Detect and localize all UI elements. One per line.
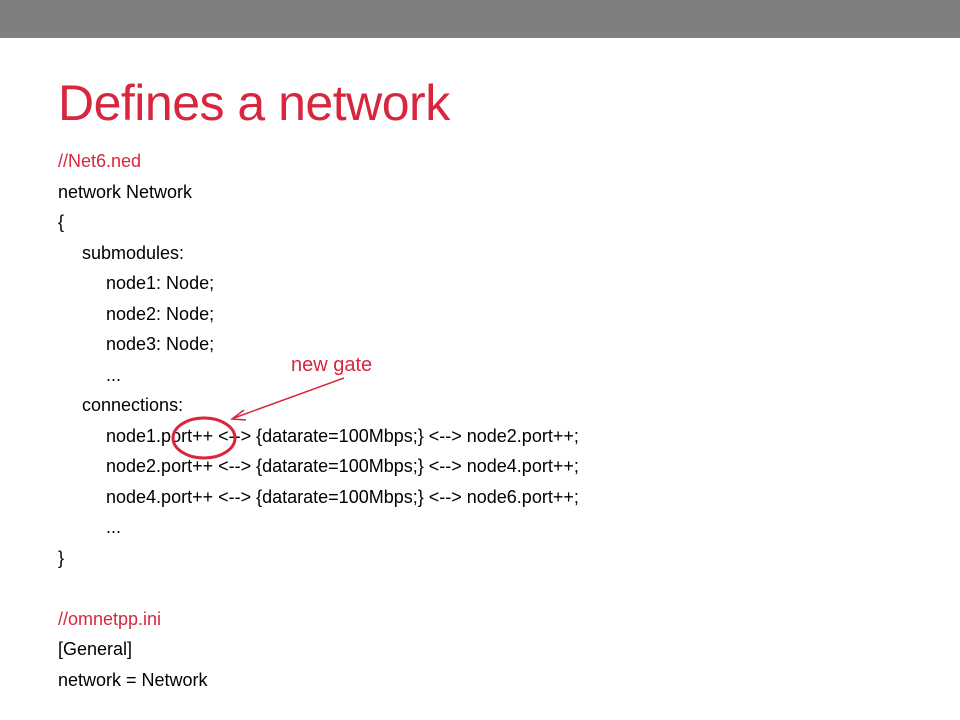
code-line: { bbox=[58, 212, 65, 232]
code-line: } bbox=[58, 547, 65, 568]
code-line: ... bbox=[106, 517, 122, 537]
code-line: ... bbox=[106, 364, 122, 385]
code-comment-line: //omnetpp.ini bbox=[58, 608, 162, 629]
code-line: node3: Node; bbox=[106, 334, 215, 354]
code-line: node1: Node; bbox=[106, 273, 215, 293]
annotation-label: new gate bbox=[291, 354, 373, 376]
code-line: node2.port++ <--> {datarate=100Mbps;} <-… bbox=[106, 456, 579, 476]
code-line: node4.port++ <--> {datarate=100Mbps;} <-… bbox=[106, 486, 579, 507]
top-bar bbox=[0, 0, 960, 38]
code-line: network Network bbox=[58, 181, 193, 202]
code-line: connections: bbox=[82, 395, 184, 415]
code-line: node1.port++ <--> {datarate=100Mbps;} <-… bbox=[106, 425, 579, 446]
code-line: [General] bbox=[58, 639, 133, 659]
code-line: network = Network bbox=[58, 669, 208, 690]
code-line: node2: Node; bbox=[106, 303, 215, 324]
code-comment-line: //Net6.ned bbox=[58, 151, 142, 171]
slide-title: Defines a network bbox=[58, 75, 450, 131]
code-line: submodules: bbox=[82, 242, 185, 263]
